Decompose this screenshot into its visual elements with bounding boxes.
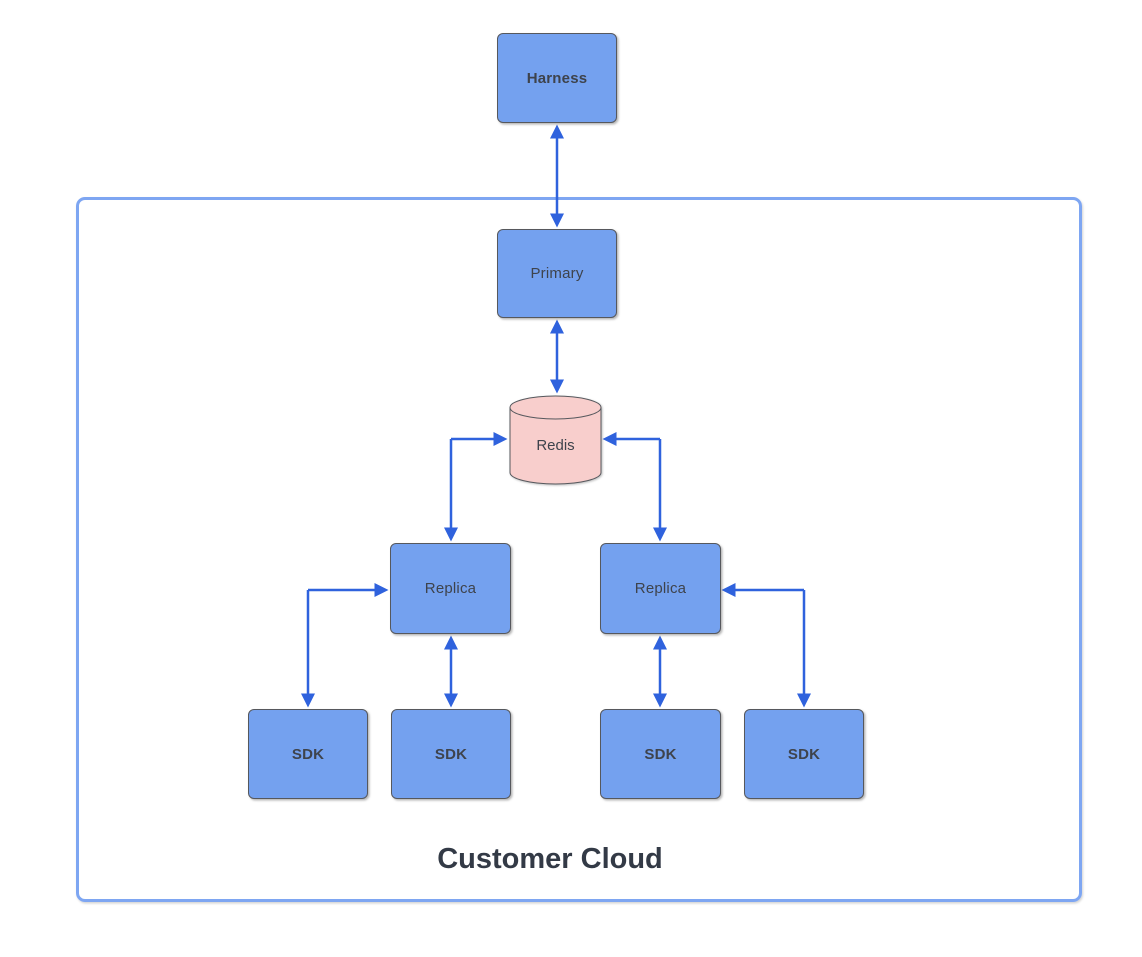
node-replica-right: Replica xyxy=(600,543,721,634)
node-redis-label: Redis xyxy=(536,437,575,454)
node-sdk-3: SDK xyxy=(600,709,721,799)
node-sdk-1: SDK xyxy=(248,709,368,799)
node-sdk-1-label: SDK xyxy=(291,745,325,763)
node-sdk-4: SDK xyxy=(744,709,864,799)
redis-cylinder-shape xyxy=(509,395,602,485)
node-harness: Harness xyxy=(497,33,617,123)
node-primary-label: Primary xyxy=(530,265,584,282)
customer-cloud-container xyxy=(76,197,1082,902)
node-replica-left-label: Replica xyxy=(424,580,477,597)
node-sdk-2-label: SDK xyxy=(434,745,468,763)
node-sdk-4-label: SDK xyxy=(787,745,821,763)
node-redis: Redis xyxy=(509,395,602,485)
customer-cloud-label: Customer Cloud xyxy=(437,843,663,875)
node-primary: Primary xyxy=(497,229,617,318)
node-replica-right-label: Replica xyxy=(634,580,687,597)
node-harness-label: Harness xyxy=(526,69,588,87)
node-replica-left: Replica xyxy=(390,543,511,634)
node-sdk-2: SDK xyxy=(391,709,511,799)
node-sdk-3-label: SDK xyxy=(644,745,677,763)
